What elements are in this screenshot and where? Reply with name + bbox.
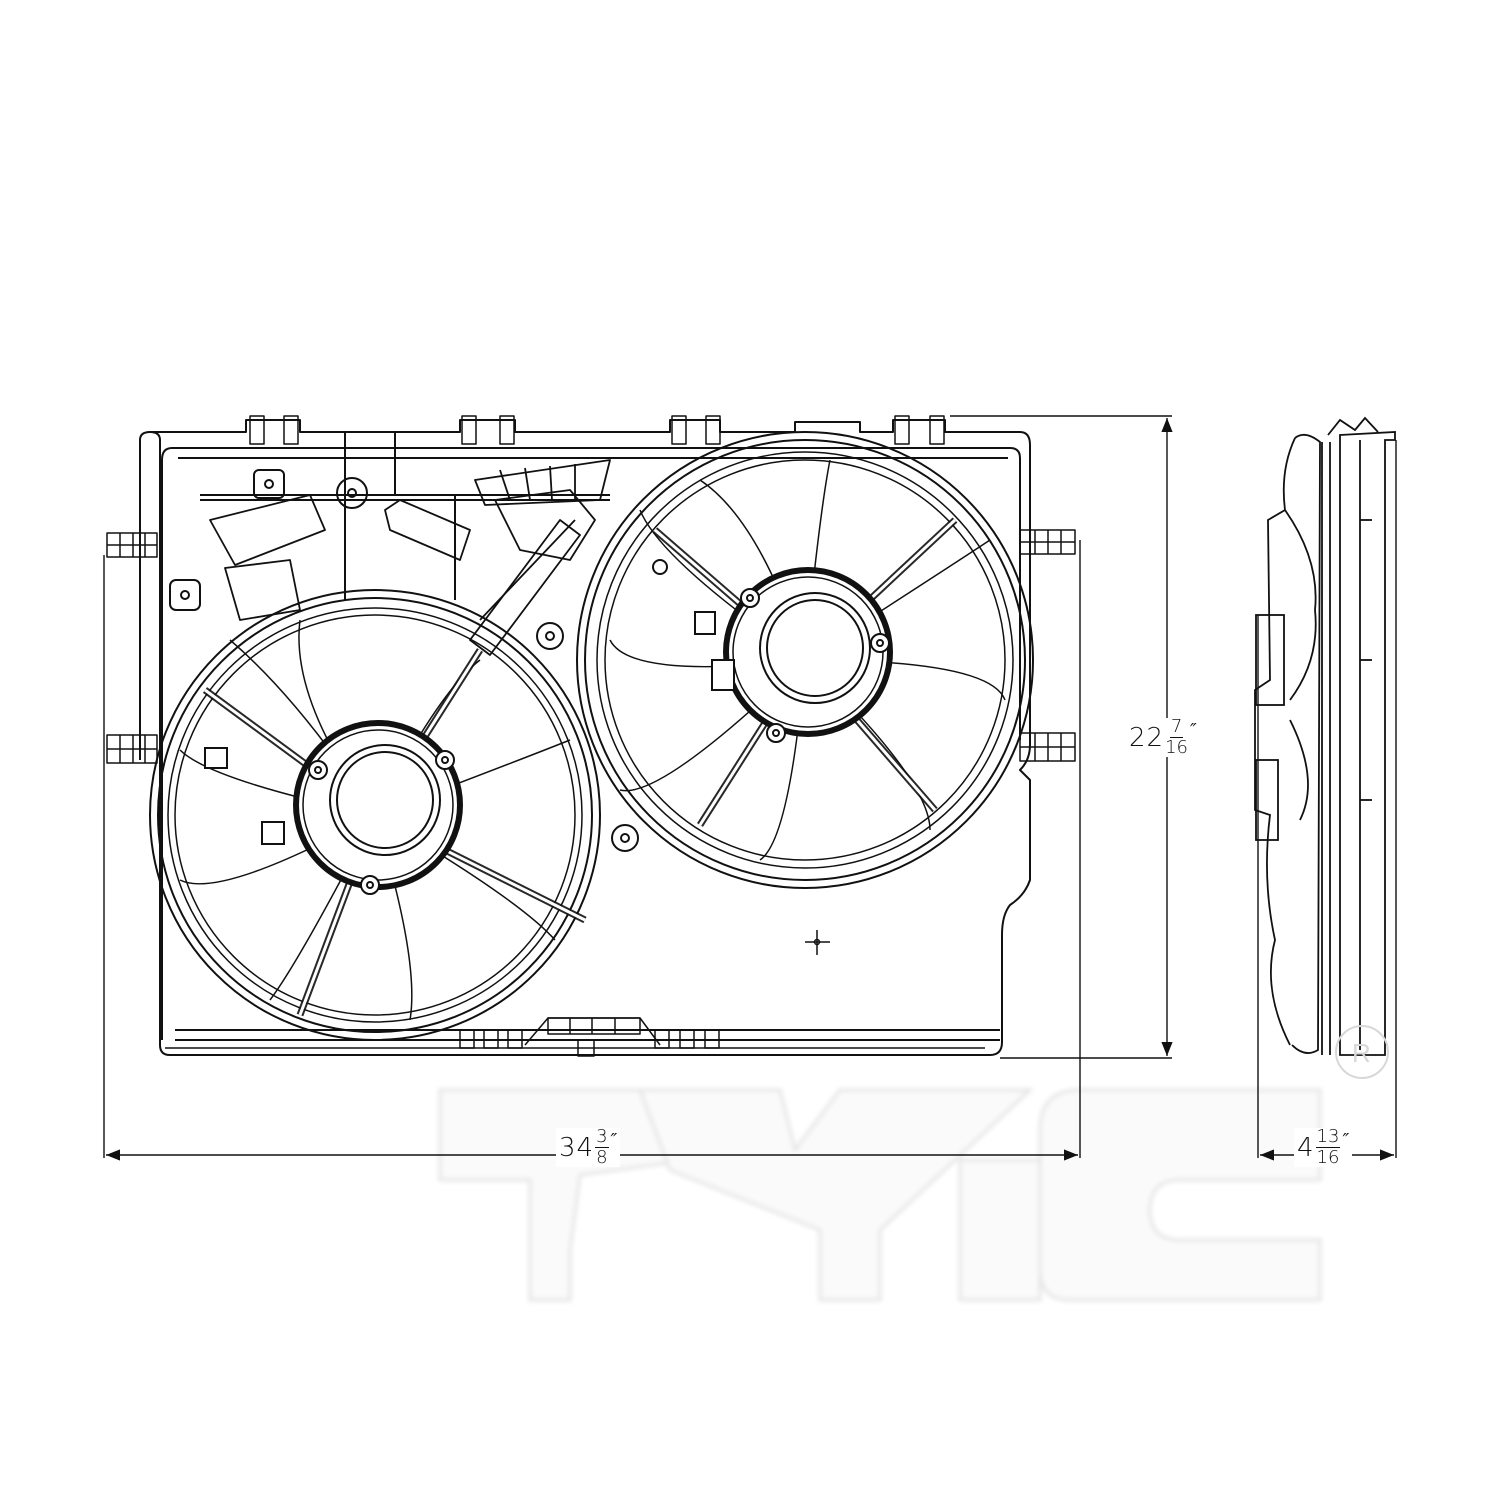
depth-dimension-label: 4 13 16 ″ <box>1294 1126 1353 1168</box>
width-dimension-label: 34 3 8 ″ <box>556 1126 621 1168</box>
depth-whole: 4 <box>1297 1132 1315 1163</box>
height-dimension-label: 22 7 16 ″ <box>1126 718 1200 757</box>
height-whole: 22 <box>1129 722 1165 753</box>
depth-denominator: 16 <box>1316 1147 1340 1168</box>
shroud-frame-inner <box>161 447 1021 1040</box>
height-numerator: 7 <box>1169 716 1184 738</box>
width-unit: ″ <box>610 1130 618 1151</box>
registered-mark <box>1335 1025 1389 1079</box>
height-unit: ″ <box>1190 720 1197 741</box>
height-fraction: 7 16 <box>1165 718 1188 757</box>
width-whole: 34 <box>559 1132 595 1163</box>
depth-numerator: 13 <box>1315 1126 1341 1148</box>
right-fan <box>576 431 1034 889</box>
depth-unit: ″ <box>1342 1130 1350 1151</box>
width-denominator: 8 <box>596 1147 608 1168</box>
depth-fraction: 13 16 <box>1315 1126 1341 1168</box>
center-mark <box>805 930 830 955</box>
width-fraction: 3 8 <box>595 1126 609 1168</box>
height-denominator: 16 <box>1165 737 1188 758</box>
left-fan <box>149 589 601 1041</box>
width-numerator: 3 <box>595 1126 609 1148</box>
svg-text:R: R <box>1352 1038 1371 1068</box>
shroud-frame-outer <box>149 419 1031 1056</box>
